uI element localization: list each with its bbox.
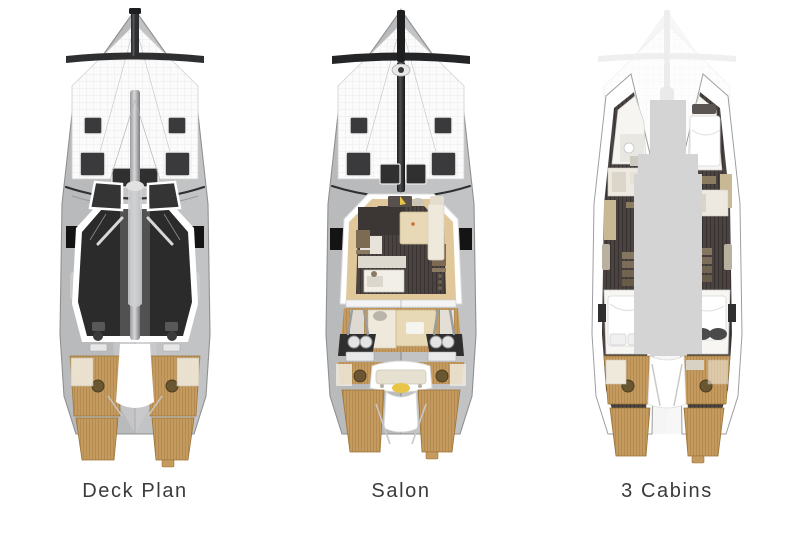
cockpit-seat xyxy=(375,369,427,385)
swim-platforms xyxy=(75,417,195,468)
bowsprit xyxy=(129,8,141,58)
settee xyxy=(427,203,445,261)
mast xyxy=(391,10,411,192)
plan-caption-salon: Salon xyxy=(371,480,431,502)
dinette-table xyxy=(399,211,433,245)
plan-caption-cabins: 3 Cabins xyxy=(621,480,713,502)
mast xyxy=(109,90,161,340)
aft-cockpit-seat xyxy=(336,360,466,393)
plan-panel-salon[interactable]: Salon xyxy=(268,0,534,533)
swim-platforms xyxy=(341,389,461,460)
salon-plan-figure xyxy=(268,4,534,470)
hull-hatches xyxy=(330,116,472,250)
helm-stations xyxy=(89,322,181,352)
salon-interior xyxy=(339,193,463,305)
twin-helms xyxy=(338,308,464,362)
sliding-door xyxy=(345,299,457,308)
aft-cockpit xyxy=(107,344,163,417)
plan-panel-cabins[interactable]: 3 Cabins xyxy=(534,0,800,533)
swim-platforms xyxy=(609,355,725,464)
deck-plan-figure xyxy=(2,4,268,470)
salon-floor-overlay xyxy=(634,100,702,356)
plan-caption-deck: Deck Plan xyxy=(82,480,188,502)
cabins-plan-figure xyxy=(534,4,800,470)
teak-side-decks xyxy=(603,355,731,405)
teak-side-decks xyxy=(69,355,201,417)
plan-panel-deck[interactable]: Deck Plan xyxy=(2,0,268,533)
